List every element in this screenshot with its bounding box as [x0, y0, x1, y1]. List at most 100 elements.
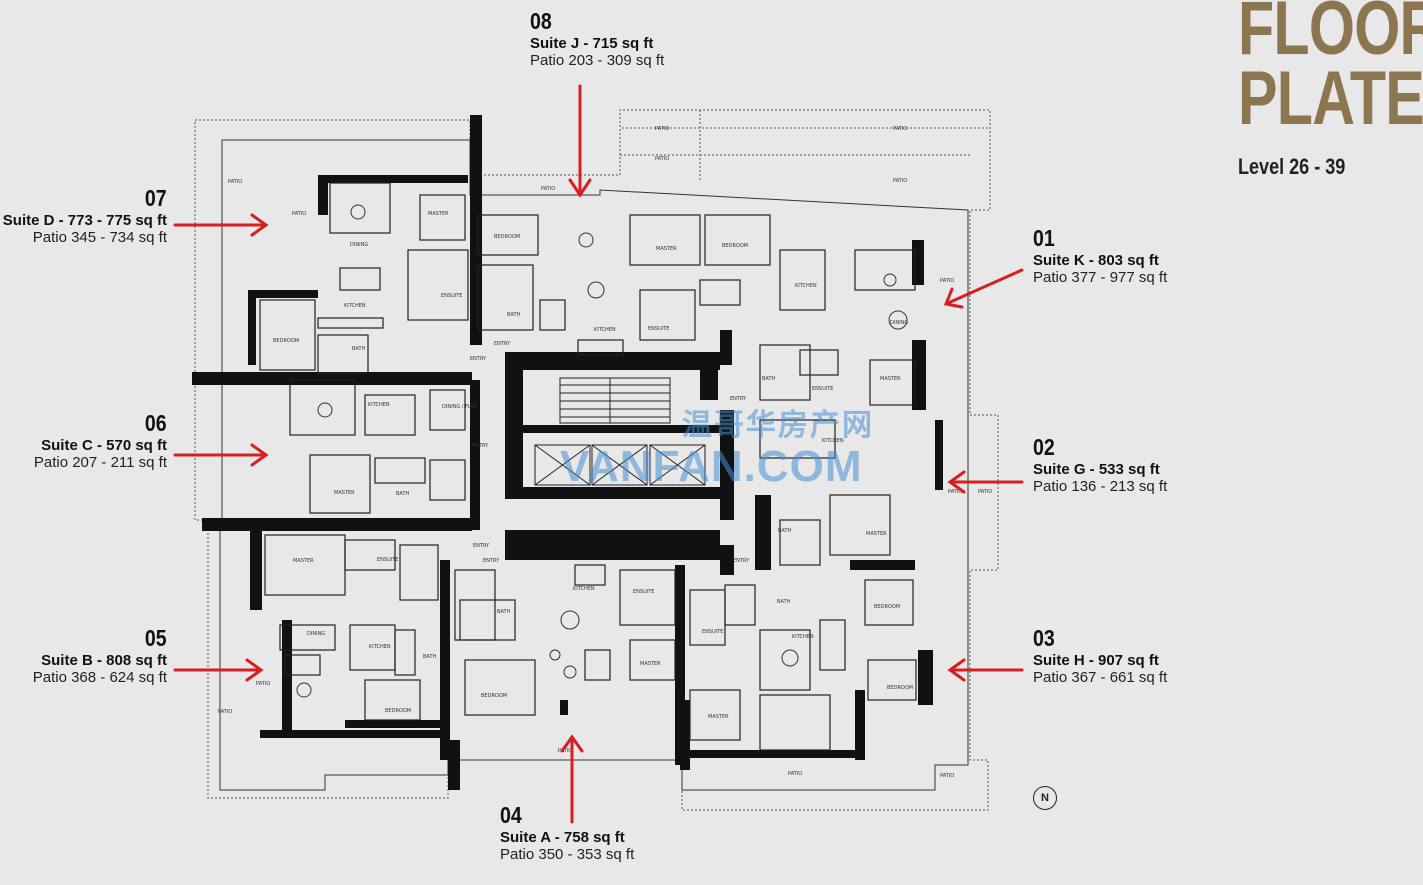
- patio-size: Patio 377 - 977 sq ft: [1033, 269, 1168, 286]
- svg-text:BATH: BATH: [778, 528, 792, 534]
- unit-number: 08: [530, 8, 552, 34]
- svg-text:ENSUITE: ENSUITE: [441, 293, 462, 299]
- level-subtitle: Level 26 - 39: [1238, 154, 1346, 179]
- svg-text:ENTRY: ENTRY: [494, 341, 511, 347]
- svg-text:MASTER: MASTER: [866, 531, 887, 537]
- svg-text:BATH: BATH: [497, 609, 511, 615]
- svg-text:KITCHEN: KITCHEN: [822, 438, 844, 444]
- svg-text:MASTER: MASTER: [640, 661, 661, 667]
- patio-size: Patio 203 - 309 sq ft: [530, 52, 665, 69]
- svg-text:PATIO: PATIO: [940, 278, 954, 284]
- unit-number: 01: [1033, 225, 1055, 251]
- unit-number: 03: [1033, 625, 1055, 651]
- unit-number: 04: [500, 802, 522, 828]
- svg-text:PATIO: PATIO: [655, 126, 669, 132]
- svg-text:PATIO: PATIO: [788, 771, 802, 777]
- suite-size: Suite B - 808 sq ft: [41, 652, 167, 669]
- svg-text:PATIO: PATIO: [218, 709, 232, 715]
- patio-size: Patio 368 - 624 sq ft: [32, 669, 167, 686]
- title-line-1: FLOOR: [1238, 0, 1423, 71]
- svg-text:PATIO: PATIO: [558, 748, 572, 754]
- svg-text:PATIO: PATIO: [292, 211, 306, 217]
- svg-text:ENTRY: ENTRY: [483, 558, 500, 564]
- north-label: N: [1041, 792, 1049, 804]
- svg-text:BATH: BATH: [777, 599, 791, 605]
- svg-text:MASTER: MASTER: [428, 211, 449, 217]
- svg-text:ENTRY: ENTRY: [470, 356, 487, 362]
- suite-size: Suite H - 907 sq ft: [1033, 652, 1159, 669]
- svg-text:PATIO: PATIO: [978, 489, 992, 495]
- svg-text:KITCHEN: KITCHEN: [368, 402, 390, 408]
- svg-text:ENTRY: ENTRY: [733, 558, 750, 564]
- svg-text:ENTRY: ENTRY: [473, 543, 490, 549]
- suite-size: Suite D - 773 - 775 sq ft: [2, 212, 167, 229]
- svg-text:PATIO: PATIO: [893, 126, 907, 132]
- svg-text:ENTRY: ENTRY: [730, 396, 747, 402]
- patio-size: Patio 207 - 211 sq ft: [33, 454, 167, 471]
- svg-text:DINING: DINING: [890, 320, 908, 326]
- svg-text:MASTER: MASTER: [880, 376, 901, 382]
- svg-text:ENSUITE: ENSUITE: [633, 589, 654, 595]
- svg-text:KITCHEN: KITCHEN: [344, 303, 366, 309]
- svg-text:DINING: DINING: [350, 242, 368, 248]
- watermark-english: VANFAN.COM: [560, 442, 863, 491]
- svg-text:ENSUITE: ENSUITE: [702, 629, 723, 635]
- svg-text:BEDROOM: BEDROOM: [494, 234, 520, 240]
- patio-size: Patio 350 - 353 sq ft: [500, 846, 635, 863]
- svg-text:PATIO: PATIO: [940, 773, 954, 779]
- svg-text:BEDROOM: BEDROOM: [273, 338, 299, 344]
- svg-text:MASTER: MASTER: [708, 714, 729, 720]
- unit-number: 06: [145, 410, 167, 436]
- svg-text:BEDROOM: BEDROOM: [481, 693, 507, 699]
- svg-text:DINING / FLEX: DINING / FLEX: [442, 404, 478, 410]
- svg-text:ENSUITE: ENSUITE: [812, 386, 833, 392]
- svg-text:BEDROOM: BEDROOM: [874, 604, 900, 610]
- svg-text:PATIO: PATIO: [893, 178, 907, 184]
- suite-size: Suite J - 715 sq ft: [530, 35, 654, 52]
- svg-text:MASTER: MASTER: [656, 246, 677, 252]
- svg-text:DINING: DINING: [307, 631, 325, 637]
- unit-04-label: 04 Suite A - 758 sq ft Patio 350 - 353 s…: [500, 802, 634, 863]
- svg-text:MASTER: MASTER: [334, 490, 355, 496]
- unit-08-label: 08 Suite J - 715 sq ft Patio 203 - 309 s…: [530, 8, 664, 69]
- patio-size: Patio 367 - 661 sq ft: [1033, 669, 1168, 686]
- unit-05-label: 05 Suite B - 808 sq ft Patio 368 - 624 s…: [33, 625, 167, 686]
- patio-size: Patio 136 - 213 sq ft: [1033, 478, 1168, 495]
- svg-text:KITCHEN: KITCHEN: [792, 634, 814, 640]
- title-line-2: PLATES: [1238, 56, 1423, 141]
- unit-number: 02: [1033, 434, 1055, 460]
- unit-number: 07: [145, 185, 167, 211]
- unit-07-label: 07 Suite D - 773 - 775 sq ft Patio 345 -…: [3, 185, 167, 246]
- svg-text:KITCHEN: KITCHEN: [369, 644, 391, 650]
- svg-text:BATH: BATH: [423, 654, 437, 660]
- svg-text:PATIO: PATIO: [228, 179, 242, 185]
- svg-text:ENTRY: ENTRY: [472, 443, 489, 449]
- svg-text:BEDROOM: BEDROOM: [887, 685, 913, 691]
- svg-text:BATH: BATH: [396, 491, 410, 497]
- svg-text:BEDROOM: BEDROOM: [385, 708, 411, 714]
- unit-06-label: 06 Suite C - 570 sq ft Patio 207 - 211 s…: [34, 410, 167, 471]
- svg-text:MASTER: MASTER: [293, 558, 314, 564]
- unit-number: 05: [145, 625, 167, 651]
- unit-02-label: 02 Suite G - 533 sq ft Patio 136 - 213 s…: [1033, 434, 1167, 495]
- svg-text:PATIO: PATIO: [541, 186, 555, 192]
- svg-text:BATH: BATH: [762, 376, 776, 382]
- svg-text:BATH: BATH: [352, 346, 366, 352]
- svg-text:PATIO: PATIO: [256, 681, 270, 687]
- suite-size: Suite G - 533 sq ft: [1033, 461, 1160, 478]
- unit-01-label: 01 Suite K - 803 sq ft Patio 377 - 977 s…: [1033, 225, 1167, 286]
- suite-size: Suite C - 570 sq ft: [41, 437, 167, 454]
- svg-text:KITCHEN: KITCHEN: [795, 283, 817, 289]
- suite-size: Suite A - 758 sq ft: [500, 829, 625, 846]
- svg-text:PATIO: PATIO: [655, 156, 669, 162]
- svg-text:ENSUITE: ENSUITE: [377, 557, 398, 563]
- svg-text:PATIO: PATIO: [948, 489, 962, 495]
- svg-text:BATH: BATH: [507, 312, 521, 318]
- svg-text:BEDROOM: BEDROOM: [722, 243, 748, 249]
- unit-03-label: 03 Suite H - 907 sq ft Patio 367 - 661 s…: [1033, 625, 1167, 686]
- north-arrow-icon: N: [1033, 786, 1057, 810]
- patio-size: Patio 345 - 734 sq ft: [32, 229, 167, 246]
- svg-text:KITCHEN: KITCHEN: [594, 327, 616, 333]
- svg-text:KITCHEN: KITCHEN: [573, 586, 595, 592]
